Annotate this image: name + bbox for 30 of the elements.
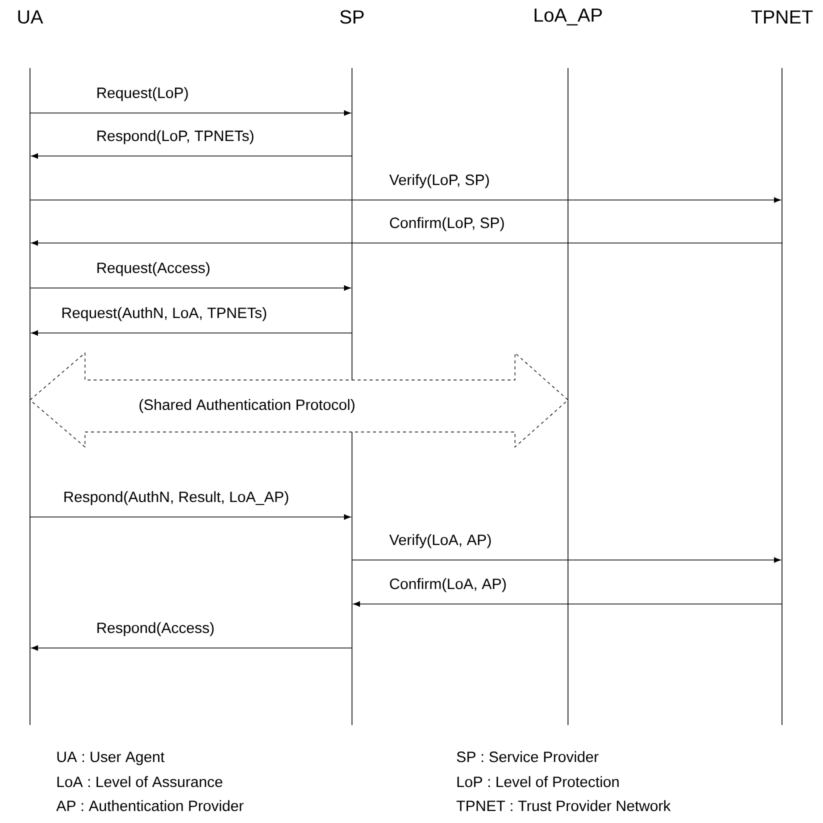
message-label: Request(LoP) — [95, 86, 190, 102]
abbreviation-note: TPNET : Trust Provider Network — [456, 800, 671, 812]
participant-label: LoA_AP — [534, 8, 602, 26]
message-arrow — [31, 330, 352, 336]
message-label: Request(Access) — [95, 261, 212, 278]
message-arrow — [31, 645, 352, 651]
participant-label: UA — [18, 10, 44, 24]
message-arrow — [30, 514, 351, 520]
message-arrow — [30, 197, 781, 203]
abbreviation-note: SP : Service Provider — [456, 751, 598, 762]
message-arrow — [353, 601, 782, 607]
message-arrow — [31, 240, 782, 246]
message-label: Confirm(LoP, SP) — [388, 216, 506, 232]
message-arrow — [30, 285, 351, 291]
message-label: Request(AuthN, LoA, TPNETs) — [60, 306, 268, 322]
participant-label: TPNET — [751, 10, 813, 24]
message-arrow — [352, 557, 781, 563]
abbreviation-note: AP : Authentication Provider — [56, 800, 244, 812]
message-label: Respond(LoP, TPNETs) — [95, 129, 256, 146]
message-label: Confirm(LoA, AP) — [388, 577, 508, 594]
message-label: Verify(LoA, AP) — [388, 533, 493, 550]
message-label: Verify(LoP, SP) — [388, 173, 491, 190]
message-arrow — [30, 110, 351, 116]
abbreviation-note: LoP : Level of Protection — [457, 776, 619, 788]
message-arrow — [31, 153, 352, 159]
message-label: Respond(AuthN, Result, LoA_AP) — [62, 490, 290, 506]
abbreviation-note: LoA : Level of Assurance — [57, 776, 222, 788]
participant-label: SP — [340, 10, 364, 24]
message-label: Respond(Access) — [95, 621, 216, 638]
abbreviation-note: UA : User Agent — [57, 752, 164, 766]
